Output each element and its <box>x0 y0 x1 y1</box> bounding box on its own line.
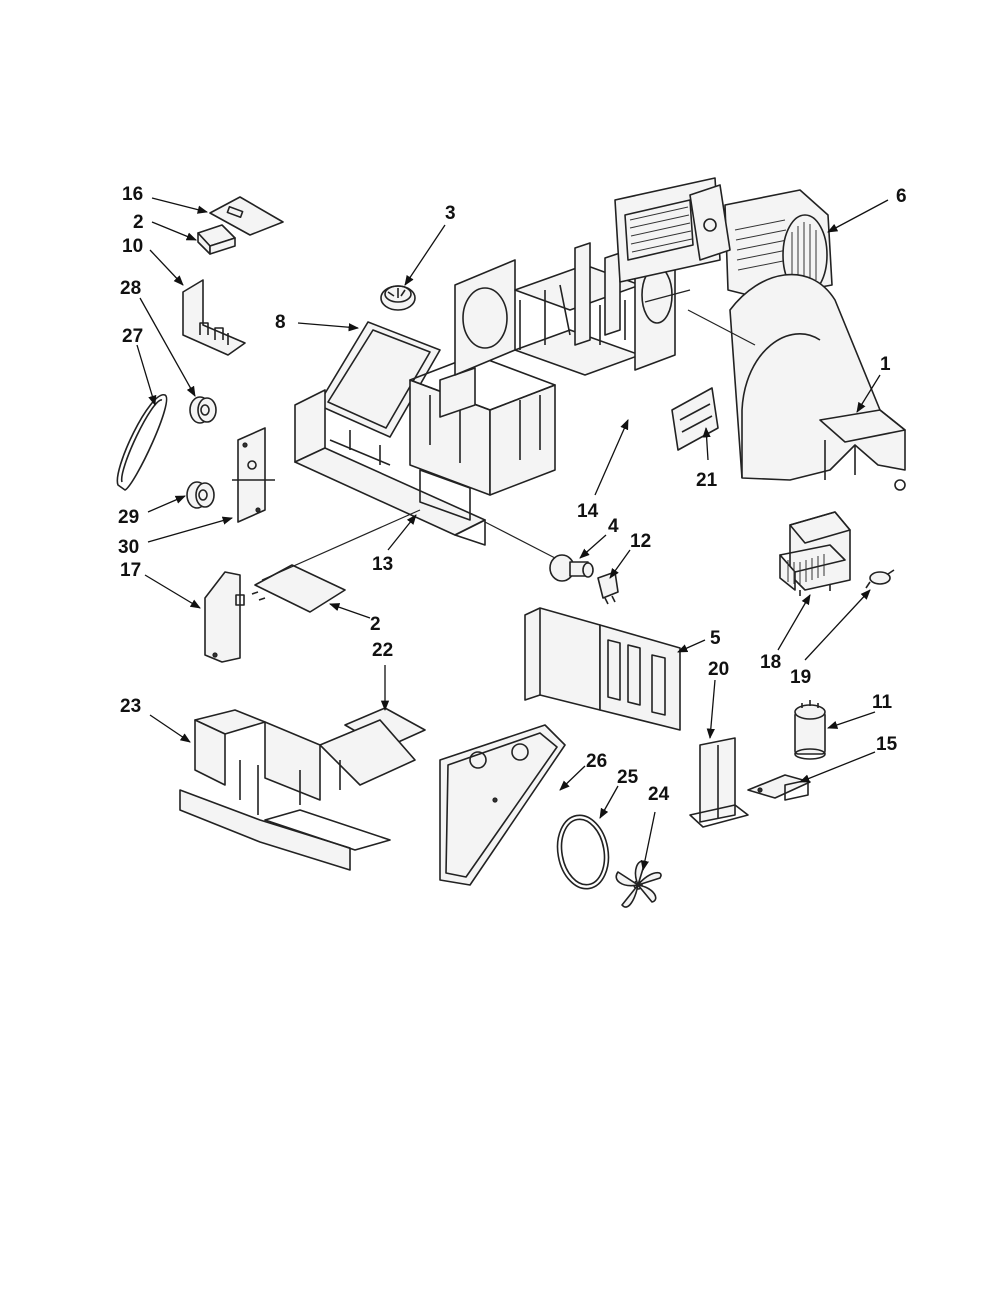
callout-2: 2 <box>370 614 381 635</box>
part-10-bracket <box>182 279 246 356</box>
part-23-tray <box>179 709 416 871</box>
callout-6: 6 <box>896 186 907 207</box>
part-21-board <box>671 387 719 451</box>
callout-13: 13 <box>372 554 393 575</box>
callout-5: 5 <box>710 628 721 649</box>
callout-1: 1 <box>880 354 891 375</box>
callout-30: 30 <box>118 537 139 558</box>
part-12-socket <box>597 571 619 605</box>
part-20-stand <box>689 737 749 828</box>
callout-14: 14 <box>577 501 599 522</box>
callout-15: 15 <box>876 734 898 755</box>
leader-lines <box>136 197 889 872</box>
part-28-pulley <box>189 396 217 424</box>
part-29-pulley <box>186 481 215 509</box>
callout-10: 10 <box>122 236 143 257</box>
callout-12: 12 <box>630 531 651 552</box>
part-17-bracket <box>204 571 245 663</box>
callout-20: 20 <box>708 659 729 680</box>
callout-24: 24 <box>648 784 670 805</box>
callout-16: 16 <box>122 184 143 205</box>
part-19-thermostat <box>865 569 895 589</box>
callout-labels: 16 2 10 28 27 3 8 6 1 21 14 4 12 13 29 3… <box>118 184 907 805</box>
callout-29: 29 <box>118 507 139 528</box>
part-7-switch <box>197 224 236 255</box>
part-4-bulb <box>549 554 594 582</box>
part-11-capacitor <box>794 700 826 760</box>
part-3-motor <box>380 285 416 311</box>
part-26-door-frame <box>439 724 566 886</box>
callout-7: 2 <box>133 212 144 233</box>
part-14-frame <box>454 242 676 376</box>
part-5-filter-frame <box>524 607 681 731</box>
part-13-base-assembly <box>294 354 556 546</box>
callout-23: 23 <box>120 696 141 717</box>
part-30-mounting-plate <box>232 427 275 523</box>
part-18-transformer <box>779 511 851 596</box>
assembly-guide-lines <box>261 289 756 581</box>
callout-21: 21 <box>696 470 718 491</box>
part-27-belt <box>116 394 168 491</box>
callout-19: 19 <box>790 667 811 688</box>
callout-22: 22 <box>372 640 393 661</box>
callout-27: 27 <box>122 326 143 347</box>
part-8-panel <box>317 321 441 438</box>
part-6-blower <box>614 177 833 299</box>
part-25-ring <box>556 814 610 890</box>
callout-18: 18 <box>760 652 781 673</box>
part-16-plate <box>209 196 284 236</box>
callout-17: 17 <box>120 560 141 581</box>
part-24-fan-blade <box>615 860 662 908</box>
callout-11: 11 <box>872 692 893 713</box>
callout-8: 8 <box>275 312 286 333</box>
callout-26: 26 <box>586 751 607 772</box>
callout-4: 4 <box>608 516 619 537</box>
callout-3: 3 <box>445 203 456 224</box>
part-1-duct <box>729 273 906 491</box>
callout-25: 25 <box>617 767 639 788</box>
callout-28: 28 <box>120 278 141 299</box>
part-15-bracket <box>747 774 811 801</box>
